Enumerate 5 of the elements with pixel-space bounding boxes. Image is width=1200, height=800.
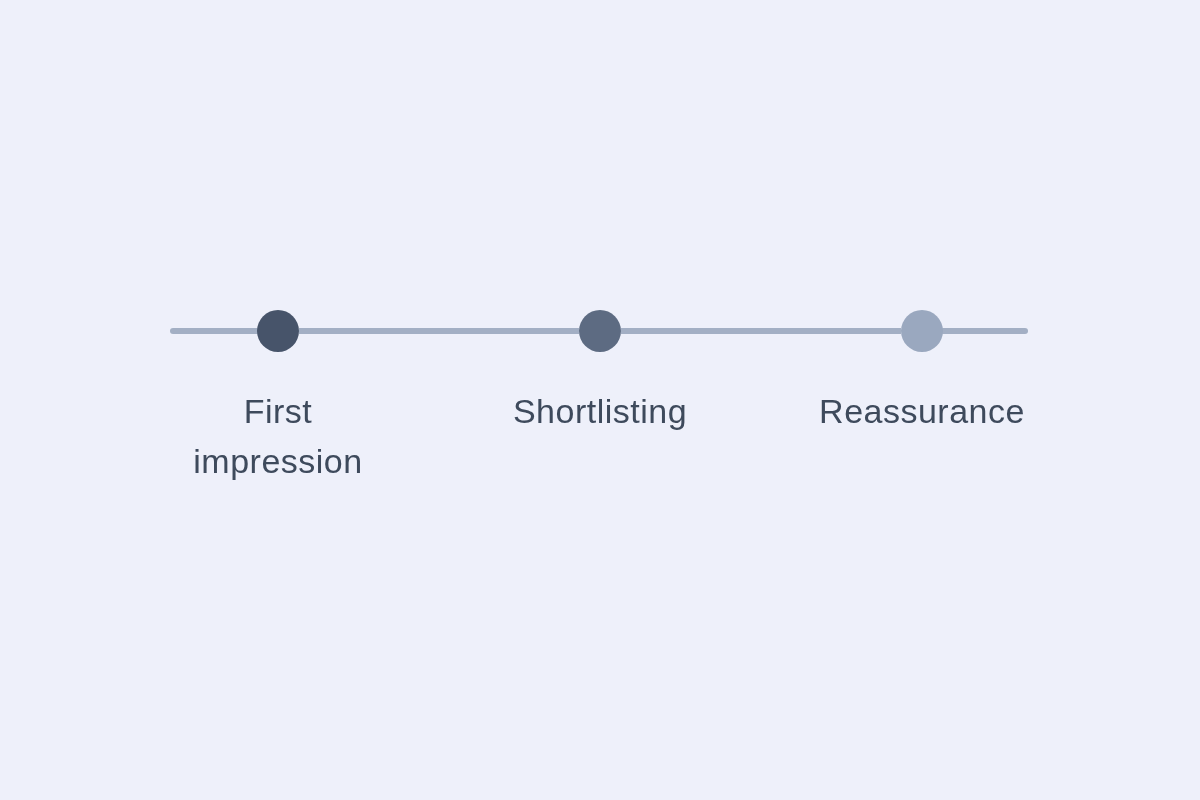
milestone-label: Reassurance [819,391,1025,432]
milestone-label: Shortlisting [512,391,688,432]
timeline-connector [299,328,579,334]
timeline-connector [621,328,901,334]
milestone-label: First impression [192,391,364,482]
